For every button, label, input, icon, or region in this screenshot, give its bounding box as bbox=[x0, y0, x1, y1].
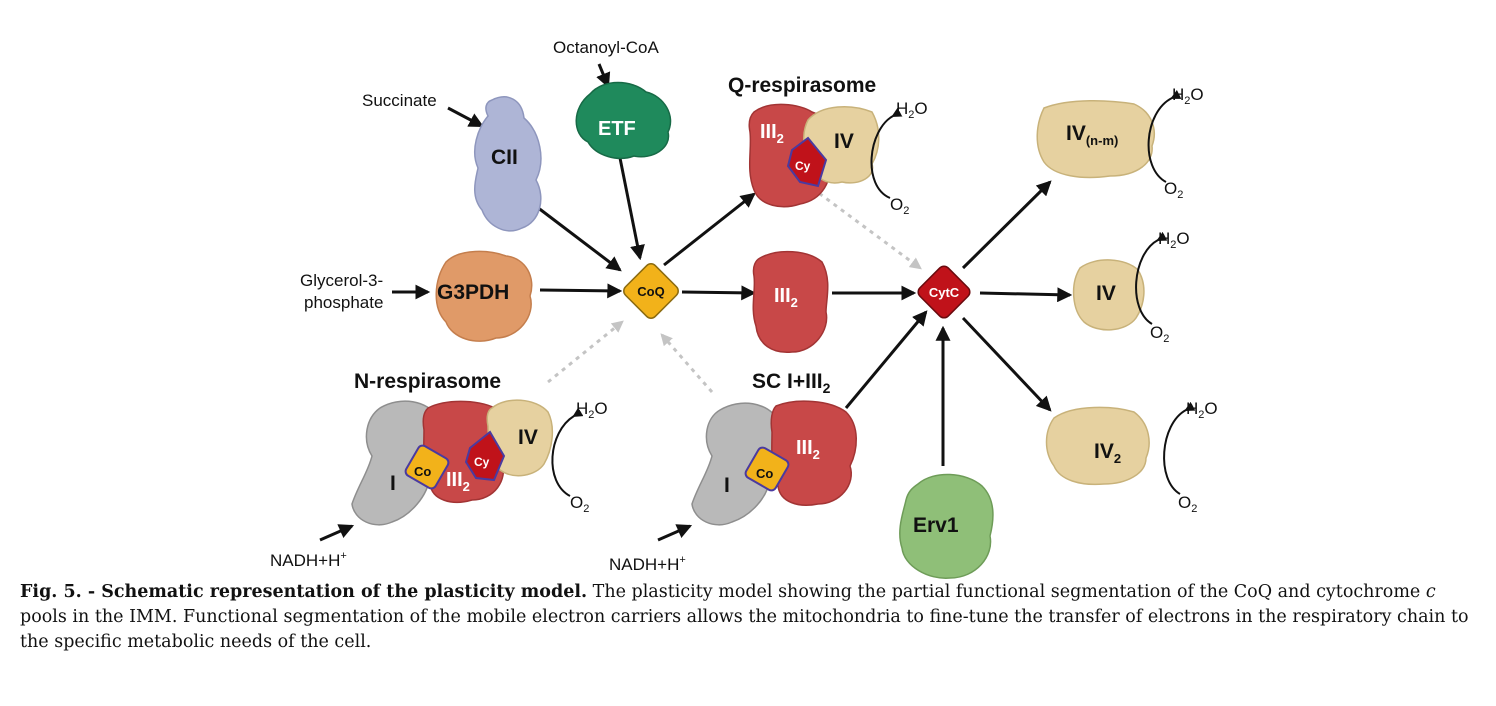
arrow-succinate-cII bbox=[447, 106, 484, 128]
caption-figure-label: Fig. 5. bbox=[20, 582, 82, 602]
sc-i-iii2: I Co III2 bbox=[691, 400, 857, 526]
nadh-label-left: NADH+H+ bbox=[270, 550, 347, 570]
arrow-cII-coq bbox=[536, 205, 622, 272]
octanoyl-coa-label: Octanoyl-CoA bbox=[553, 38, 659, 57]
n-resp-water-arc: H2O O2 bbox=[551, 399, 608, 515]
arrow-cytc-iv bbox=[979, 287, 1073, 303]
q-resp-water-arc: H2O O2 bbox=[870, 99, 928, 217]
nadh-label-mid: NADH+H+ bbox=[609, 554, 686, 574]
arrow-octanoyl-etf bbox=[596, 63, 611, 89]
q-resp-cyc-label: Cy bbox=[795, 159, 811, 173]
complex-iv: IV bbox=[1072, 259, 1145, 331]
n-resp-coq-label: Co bbox=[414, 464, 431, 479]
caption-body-1: The plasticity model showing the partial… bbox=[587, 582, 1426, 602]
iv-water-arc: H2O O2 bbox=[1135, 229, 1190, 345]
iv-nm-o2-label: O2 bbox=[1164, 179, 1183, 201]
n-resp-complex1-label: I bbox=[390, 472, 396, 495]
complex-iv2: IV2 bbox=[1045, 406, 1150, 486]
free-iii2-label: III2 bbox=[774, 285, 798, 310]
n-resp-o2-label: O2 bbox=[570, 493, 589, 515]
dotted-sc-coq bbox=[660, 333, 714, 393]
g3pdh-label: G3PDH bbox=[437, 281, 509, 304]
etf-label: ETF bbox=[598, 118, 636, 140]
arrow-sc-cytc bbox=[844, 310, 928, 409]
caption-italic-c: c bbox=[1425, 582, 1436, 602]
iv-nm-label: IV(n-m) bbox=[1066, 122, 1118, 148]
erv1-label: Erv1 bbox=[913, 514, 959, 537]
etf-protein: ETF bbox=[575, 81, 672, 160]
caption-body-2: pools in the IMM. Functional segmentatio… bbox=[20, 607, 1469, 652]
complex-ii: CII bbox=[474, 96, 542, 232]
cytc-node: CytC bbox=[917, 265, 971, 319]
dotted-qresp-cytc bbox=[811, 186, 922, 270]
q-respirasome-title: Q-respirasome bbox=[728, 74, 876, 97]
arrow-nadh-complex1-mid bbox=[657, 524, 693, 542]
q-respirasome: III2 IV Cy bbox=[748, 103, 880, 208]
q-resp-iv-label: IV bbox=[834, 130, 854, 153]
plasticity-diagram: Succinate Octanoyl-CoA Glycerol-3- phosp… bbox=[270, 38, 1218, 579]
iv-o2-label: O2 bbox=[1150, 323, 1169, 345]
n-resp-h2o-label: H2O bbox=[576, 399, 608, 421]
caption-title: - Schematic representation of the plasti… bbox=[81, 582, 588, 602]
erv1-protein: Erv1 bbox=[899, 473, 994, 579]
coq-node: CoQ bbox=[623, 263, 679, 319]
iv2-water-arc: H2O O2 bbox=[1163, 399, 1218, 515]
free-complex-iii2: III2 bbox=[752, 250, 829, 353]
coq-node-label: CoQ bbox=[637, 284, 664, 299]
arrow-nadh-complex1-left bbox=[319, 524, 355, 542]
sc-complex1-label: I bbox=[724, 474, 730, 497]
figure-caption: Fig. 5. - Schematic representation of th… bbox=[20, 580, 1482, 655]
arrow-coq-iii2 bbox=[681, 285, 757, 301]
cII-label: CII bbox=[491, 146, 518, 169]
sc-i-iii2-title: SC I+III2 bbox=[752, 370, 831, 396]
iv-h2o-label: H2O bbox=[1158, 229, 1190, 251]
iv-nm-water-arc: H2O O2 bbox=[1147, 85, 1204, 201]
iv-nm-h2o-label: H2O bbox=[1172, 85, 1204, 107]
main-arrows bbox=[319, 63, 1073, 542]
arrow-coq-qresp bbox=[663, 192, 756, 267]
iv2-h2o-label: H2O bbox=[1186, 399, 1218, 421]
iv2-o2-label: O2 bbox=[1178, 493, 1197, 515]
arrow-etf-coq bbox=[618, 157, 645, 261]
q-resp-o2-label: O2 bbox=[890, 195, 909, 217]
cytc-node-label: CytC bbox=[929, 285, 960, 300]
arrow-cytc-iv2 bbox=[961, 316, 1052, 412]
q-resp-h2o-label: H2O bbox=[896, 99, 928, 121]
n-respirasome-title: N-respirasome bbox=[354, 370, 501, 393]
arrow-cytc-ivnm bbox=[961, 180, 1052, 270]
iv-label: IV bbox=[1096, 282, 1116, 305]
sc-coq-label: Co bbox=[756, 466, 773, 481]
arrow-g3pdh-coq bbox=[539, 283, 623, 299]
glycerol-label-line2: phosphate bbox=[304, 293, 383, 312]
n-respirasome: I Co III2 Cy IV bbox=[351, 399, 554, 526]
n-resp-cyc-label: Cy bbox=[474, 455, 490, 469]
dotted-nresp-coq bbox=[547, 320, 624, 384]
dotted-arrows bbox=[547, 186, 922, 393]
glycerol-label-line1: Glycerol-3- bbox=[300, 271, 383, 290]
g3pdh-protein: G3PDH bbox=[435, 250, 533, 342]
n-resp-iv-label: IV bbox=[518, 426, 538, 449]
n-resp-iii2-label: III2 bbox=[446, 469, 470, 494]
iv2-label: IV2 bbox=[1094, 440, 1121, 466]
complex-iv-n-m: IV(n-m) bbox=[1036, 100, 1155, 179]
succinate-label: Succinate bbox=[362, 91, 437, 110]
sc-iii2-label: III2 bbox=[796, 437, 820, 462]
q-resp-iii2-label: III2 bbox=[760, 121, 784, 146]
